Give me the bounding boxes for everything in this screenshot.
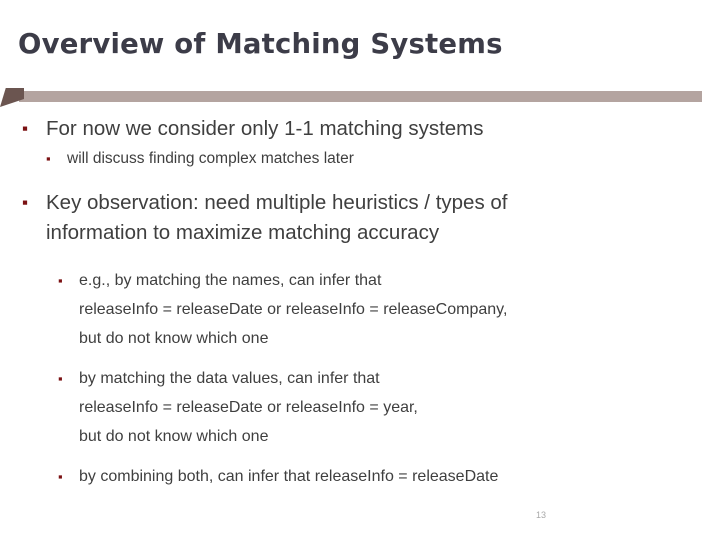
list-item-line: but do not know which one	[79, 330, 269, 347]
list-item-line: by combining both, can infer that releas…	[79, 468, 499, 485]
bullet-square-icon: ▪	[58, 469, 63, 484]
list-item: ▪ Key observation: need multiple heurist…	[0, 188, 720, 248]
list-item-label: will discuss finding complex matches lat…	[67, 150, 354, 167]
list-item-line: but do not know which one	[79, 428, 269, 445]
list-item: ▪ For now we consider only 1-1 matching …	[0, 114, 720, 144]
spacer	[0, 452, 720, 462]
page-title: Overview of Matching Systems	[18, 28, 503, 60]
list-item-label: by combining both, can infer that releas…	[79, 462, 699, 491]
bullet-square-icon: ▪	[58, 371, 63, 386]
divider-band	[19, 91, 702, 102]
list-item-line: Key observation: need multiple heuristic…	[46, 191, 508, 214]
list-item-label: For now we consider only 1-1 matching sy…	[46, 117, 484, 140]
slide-body: ▪ For now we consider only 1-1 matching …	[0, 114, 720, 492]
list-item: ▪ e.g., by matching the names, can infer…	[0, 266, 720, 353]
spacer	[0, 354, 720, 364]
bullet-square-icon: ▪	[46, 151, 51, 166]
list-item-line: releaseInfo = releaseDate or releaseInfo…	[79, 301, 508, 318]
list-item-line: releaseInfo = releaseDate or releaseInfo…	[79, 399, 418, 416]
list-item: ▪ by matching the data values, can infer…	[0, 364, 720, 451]
list-item: ▪ will discuss finding complex matches l…	[0, 146, 720, 172]
list-item: ▪ by combining both, can infer that rele…	[0, 462, 720, 491]
spacer	[0, 174, 720, 188]
bullet-square-icon: ▪	[22, 119, 29, 138]
page-number: 13	[536, 510, 547, 520]
list-item-label: e.g., by matching the names, can infer t…	[79, 266, 699, 353]
title-divider	[0, 88, 702, 107]
bullet-square-icon: ▪	[22, 193, 29, 212]
bullet-square-icon: ▪	[58, 273, 63, 288]
list-item-label: by matching the data values, can infer t…	[79, 364, 699, 451]
list-item-label: Key observation: need multiple heuristic…	[46, 188, 666, 248]
list-item-line: e.g., by matching the names, can infer t…	[79, 272, 382, 289]
list-item-line: by matching the data values, can infer t…	[79, 370, 380, 387]
spacer	[0, 250, 720, 266]
list-item-line: information to maximize matching accurac…	[46, 221, 440, 244]
divider-tab-icon	[0, 88, 24, 107]
